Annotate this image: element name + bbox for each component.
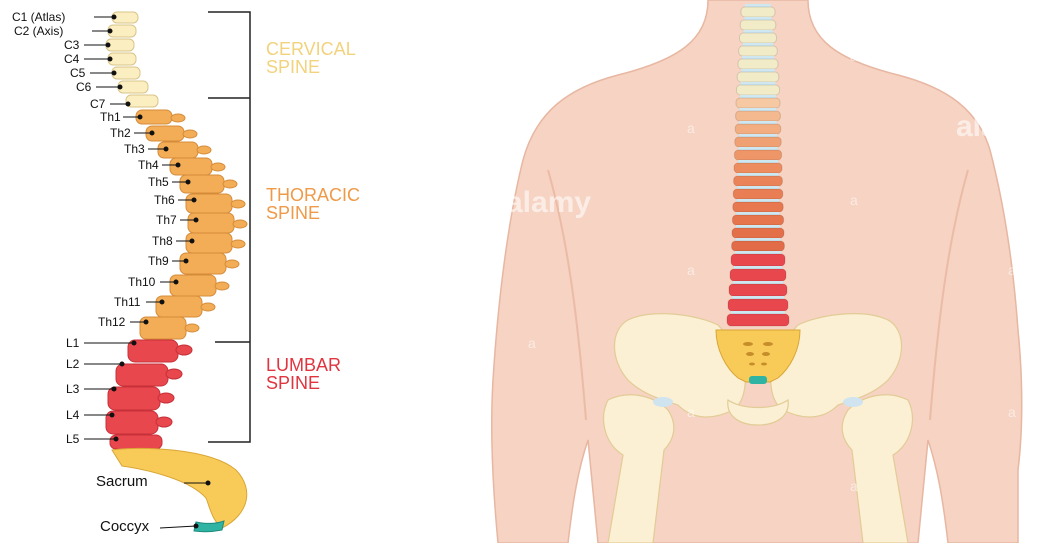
thoracic-title-line2: SPINE xyxy=(266,204,360,222)
vertebra-13 xyxy=(734,163,782,173)
label-th3: Th3 xyxy=(124,142,145,156)
label-l4: L4 xyxy=(66,408,79,422)
vertebra-18 xyxy=(732,228,784,238)
vertebra-12 xyxy=(734,150,781,160)
label-c6: C6 xyxy=(76,80,91,94)
vertebra-20 xyxy=(731,254,785,266)
watermark-a: a xyxy=(205,120,213,136)
label-th9: Th9 xyxy=(148,254,169,268)
vertebra-11 xyxy=(735,137,781,147)
cervical-vertebrae xyxy=(106,12,158,107)
watermark-a: a xyxy=(687,262,695,278)
vertebra-17 xyxy=(732,215,783,225)
coccyx xyxy=(194,521,224,532)
watermark-a: a xyxy=(687,404,695,420)
watermark-a: a xyxy=(528,335,536,351)
vertebra-1 xyxy=(741,7,775,17)
watermark-a: a xyxy=(850,478,858,494)
vertebra-16 xyxy=(733,202,783,212)
thoracic-title-line1: THORACIC xyxy=(266,186,360,204)
vertebra-9 xyxy=(736,111,781,121)
label-th12: Th12 xyxy=(98,315,125,329)
lumbar-title-line2: SPINE xyxy=(266,374,341,392)
label-th2: Th2 xyxy=(110,126,131,140)
label-coccyx: Coccyx xyxy=(100,520,149,534)
vertebra-5 xyxy=(738,59,778,69)
spine-diagram xyxy=(0,0,480,543)
watermark-brand: alamy xyxy=(506,186,591,219)
vertebra-6 xyxy=(737,72,779,82)
watermark-a: a xyxy=(687,120,695,136)
lumbar-title-line1: LUMBAR xyxy=(266,356,341,374)
vertebra-10 xyxy=(735,124,781,134)
watermark-a: a xyxy=(850,192,858,208)
lumbar-spine-title: LUMBAR SPINE xyxy=(266,356,341,392)
label-c4: C4 xyxy=(64,52,79,66)
label-c5: C5 xyxy=(70,66,85,80)
label-th7: Th7 xyxy=(156,213,177,227)
watermark-a: a xyxy=(1008,404,1016,420)
vertebra-24 xyxy=(727,314,789,326)
coccyx-body xyxy=(749,376,767,384)
label-c1: C1 (Atlas) xyxy=(12,10,65,24)
vertebra-7 xyxy=(737,85,780,95)
label-l2: L2 xyxy=(66,357,79,371)
body-illustration: alamy ala xyxy=(478,0,1037,543)
vertebra-14 xyxy=(734,176,783,186)
vertebra-22 xyxy=(729,284,787,296)
label-th6: Th6 xyxy=(154,193,175,207)
cervical-spine-title: CERVICAL SPINE xyxy=(266,40,356,76)
label-th8: Th8 xyxy=(152,234,173,248)
vertebra-8 xyxy=(736,98,780,108)
label-th4: Th4 xyxy=(138,158,159,172)
vertebra-19 xyxy=(732,241,785,251)
label-th11: Th11 xyxy=(114,295,140,309)
watermark-a: a xyxy=(1008,262,1016,278)
lumbar-vertebrae xyxy=(106,340,192,449)
vertebra-2 xyxy=(740,20,776,30)
label-c2: C2 (Axis) xyxy=(14,24,63,38)
watermark-brand-2: ala xyxy=(956,110,998,143)
label-l1: L1 xyxy=(66,336,79,350)
vertebra-15 xyxy=(733,189,783,199)
label-l3: L3 xyxy=(66,382,79,396)
vertebra-4 xyxy=(739,46,778,56)
label-th5: Th5 xyxy=(148,175,169,189)
label-l5: L5 xyxy=(66,432,79,446)
label-c3: C3 xyxy=(64,38,79,52)
watermark-a: a xyxy=(850,48,858,64)
label-th10: Th10 xyxy=(128,275,155,289)
vertebra-21 xyxy=(730,269,786,281)
label-c7: C7 xyxy=(90,97,105,111)
label-sacrum: Sacrum xyxy=(96,475,148,489)
cervical-title-line2: SPINE xyxy=(266,58,356,76)
cervical-title-line1: CERVICAL xyxy=(266,40,356,58)
vertebra-23 xyxy=(728,299,788,311)
vertebra-3 xyxy=(740,33,777,43)
thoracic-vertebrae xyxy=(136,110,234,339)
label-th1: Th1 xyxy=(100,110,121,124)
thoracic-spine-title: THORACIC SPINE xyxy=(266,186,360,222)
